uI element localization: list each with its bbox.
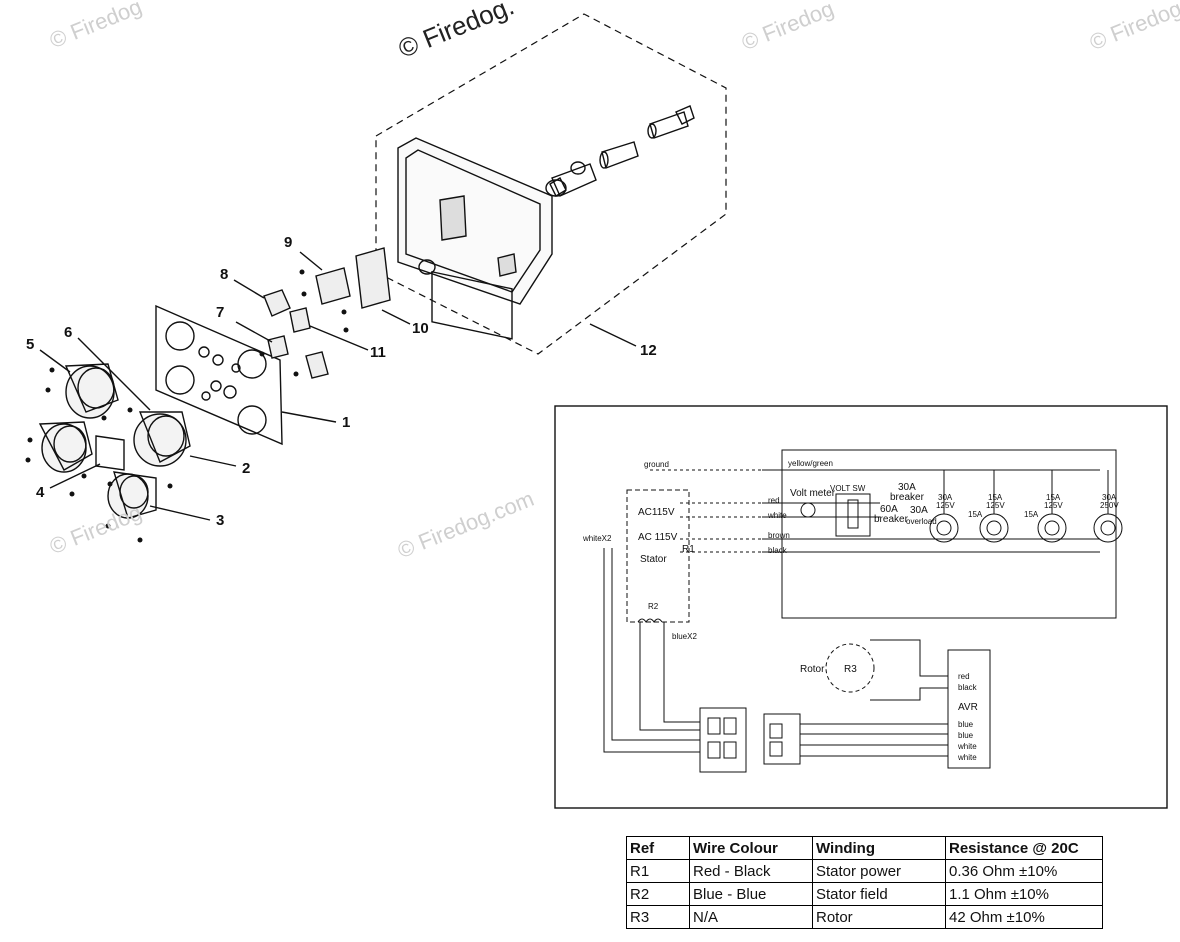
label-outlet-3-volt: 125V (1044, 501, 1063, 510)
callout-6: 6 (64, 324, 73, 341)
table-row: R2 Blue - Blue Stator field 1.1 Ohm ±10% (626, 882, 1103, 906)
label-whitex2: whiteX2 (583, 534, 612, 543)
table-row: R1 Red - Black Stator power 0.36 Ohm ±10… (626, 859, 1103, 883)
label-wire-brown: brown (768, 531, 790, 540)
label-outlet-4-volt: 250V (1100, 501, 1119, 510)
label-ac115v-a: AC115V (638, 507, 675, 518)
label-breaker-60a: 60A (880, 504, 898, 515)
label-stator: Stator (640, 554, 667, 565)
label-volt-meter: Volt meter (790, 488, 836, 499)
callout-3: 3 (216, 512, 225, 529)
table-row: R3 N/A Rotor 42 Ohm ±10% (626, 905, 1103, 929)
label-outlet-4-amp: 30A (1102, 493, 1117, 502)
label-overload: overload (906, 517, 937, 526)
callout-12: 12 (640, 342, 657, 359)
table-cell: N/A (689, 905, 813, 929)
table-cell: R2 (626, 882, 690, 906)
label-wire-black: black (768, 546, 787, 555)
label-wire-red: red (768, 496, 780, 505)
table-cell: R3 (626, 905, 690, 929)
label-wire-white: white (768, 511, 787, 520)
label-outlet-2-amp: 15A (988, 493, 1003, 502)
table-header: Winding (812, 836, 946, 860)
label-r3: R3 (844, 664, 857, 675)
table-cell: 42 Ohm ±10% (945, 905, 1103, 929)
label-breaker-30a: 30A (898, 482, 916, 493)
table-cell: Stator field (812, 882, 946, 906)
label-avr: AVR (958, 702, 978, 713)
label-avr-black: black (958, 683, 977, 692)
label-outlet-1-volt: 125V (936, 501, 955, 510)
label-r1: R1 (682, 544, 695, 555)
resistance-table: Ref Wire Colour Winding Resistance @ 20C… (626, 836, 1103, 929)
label-volt-sw: VOLT SW (830, 484, 866, 493)
label-avr-white-1: white (958, 742, 977, 751)
callout-7: 7 (216, 304, 225, 321)
table-cell: Red - Black (689, 859, 813, 883)
label-rotor: Rotor (800, 664, 825, 675)
table-cell: Stator power (812, 859, 946, 883)
table-header: Wire Colour (689, 836, 813, 860)
label-overload-15a-1: 15A (968, 510, 983, 519)
label-outlet-1-amp: 30A (938, 493, 953, 502)
table-header-row: Ref Wire Colour Winding Resistance @ 20C (626, 836, 1103, 860)
label-overload-30a: 30A (910, 505, 928, 516)
callout-10: 10 (412, 320, 429, 337)
label-outlet-2-volt: 125V (986, 501, 1005, 510)
callout-9: 9 (284, 234, 293, 251)
callout-5: 5 (26, 336, 35, 353)
callout-4: 4 (36, 484, 45, 501)
label-yellow-green: yellow/green (788, 459, 833, 468)
table-cell: Blue - Blue (689, 882, 813, 906)
table-cell: 0.36 Ohm ±10% (945, 859, 1103, 883)
callout-11: 11 (370, 344, 386, 361)
callout-2: 2 (242, 460, 251, 477)
label-r2: R2 (648, 602, 659, 611)
label-avr-blue-2: blue (958, 731, 974, 740)
table-header: Ref (626, 836, 690, 860)
label-overload-15a-2: 15A (1024, 510, 1039, 519)
label-avr-red: red (958, 672, 970, 681)
table-header: Resistance @ 20C (945, 836, 1103, 860)
table-cell: Rotor (812, 905, 946, 929)
label-ac115v-b: AC 115V (638, 532, 678, 543)
label-bluex2: blueX2 (672, 632, 697, 641)
table-cell: 1.1 Ohm ±10% (945, 882, 1103, 906)
label-ground: ground (644, 460, 669, 469)
label-outlet-3-amp: 15A (1046, 493, 1061, 502)
label-breaker-60a-word: breaker (874, 514, 908, 525)
callout-1: 1 (342, 414, 351, 431)
label-avr-blue-1: blue (958, 720, 974, 729)
callout-8: 8 (220, 266, 229, 283)
label-breaker: breaker (890, 492, 924, 503)
table-cell: R1 (626, 859, 690, 883)
label-avr-white-2: white (958, 753, 977, 762)
